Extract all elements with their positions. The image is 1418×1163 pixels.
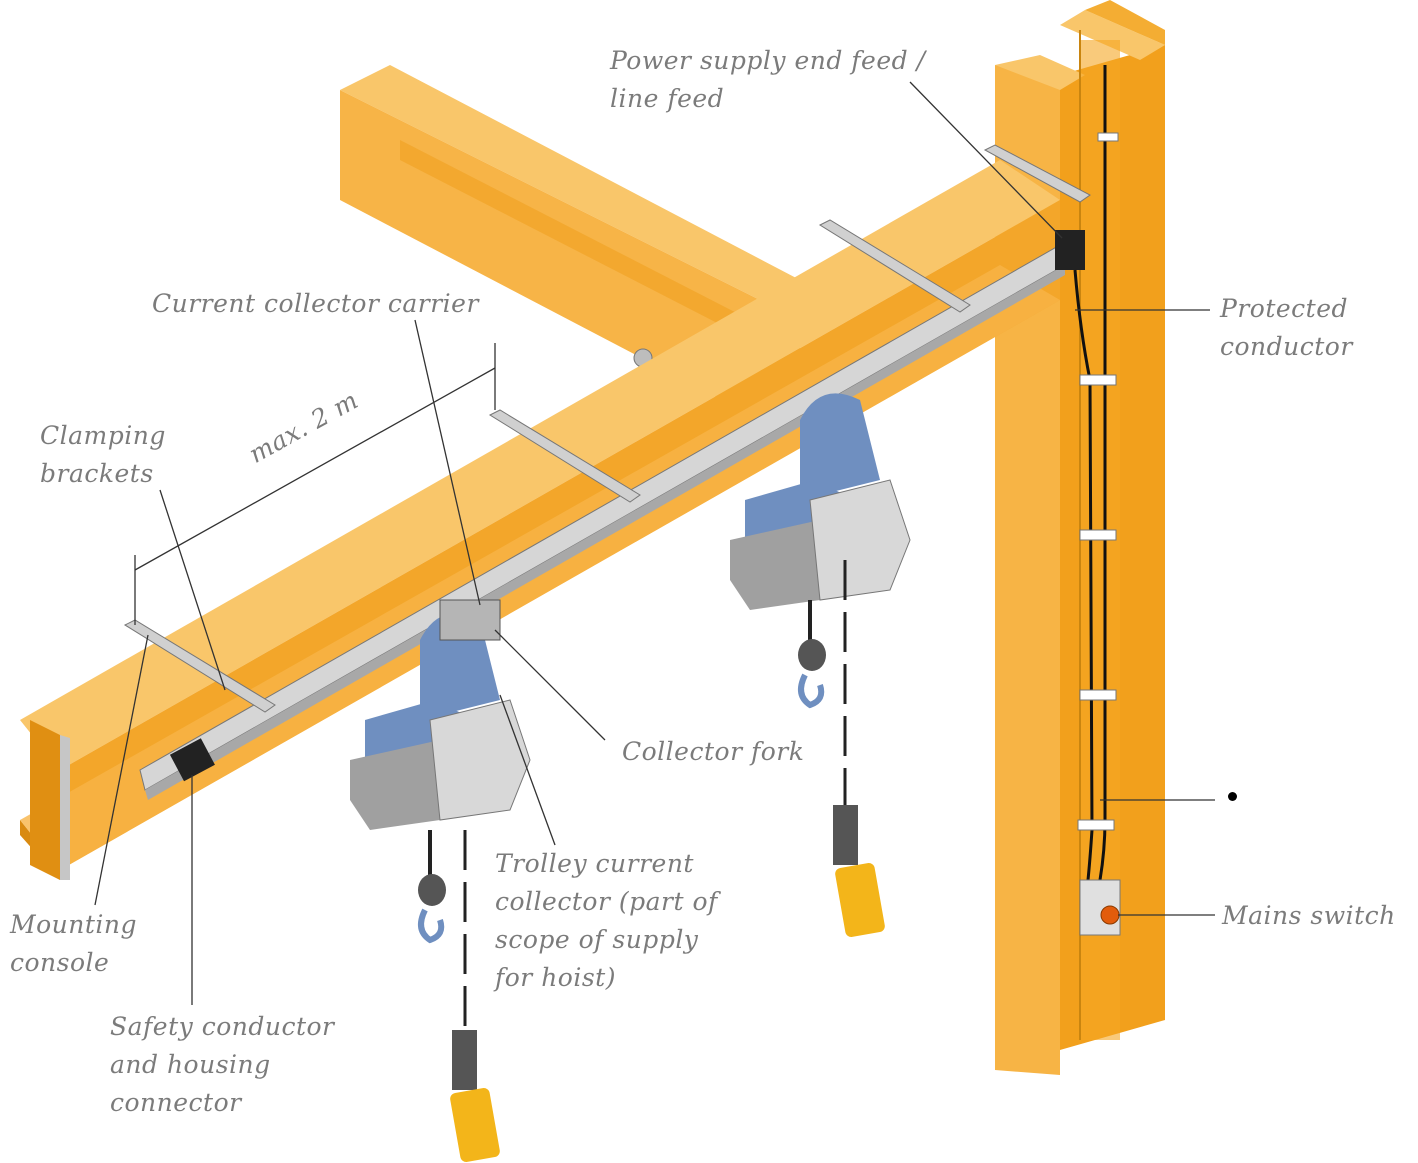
label-collector-fork: Collector fork (622, 737, 805, 766)
label-protected-conductor: Protected conductor (1220, 294, 1353, 361)
label-power-supply: Power supply end feed / line feed (610, 46, 926, 113)
label-current-collector-carrier: Current collector carrier (152, 289, 479, 318)
hoist-right (730, 393, 911, 937)
leader-lines (94, 81, 1215, 1005)
label-mounting-console: Mounting console (10, 910, 137, 977)
label-safety-conductor: Safety conductor and housing connector (110, 1012, 335, 1117)
supply-cable (1073, 65, 1121, 936)
label-clamping-brackets: Clamping brackets (40, 421, 166, 488)
bullet-dot (1228, 792, 1237, 801)
label-mains-switch: Mains switch (1222, 901, 1396, 930)
hoist-left (350, 599, 531, 1162)
label-trolley-collector: Trolley current collector (part of scope… (495, 849, 718, 992)
dimension-line (134, 343, 496, 625)
mounting-brackets (123, 144, 1091, 713)
